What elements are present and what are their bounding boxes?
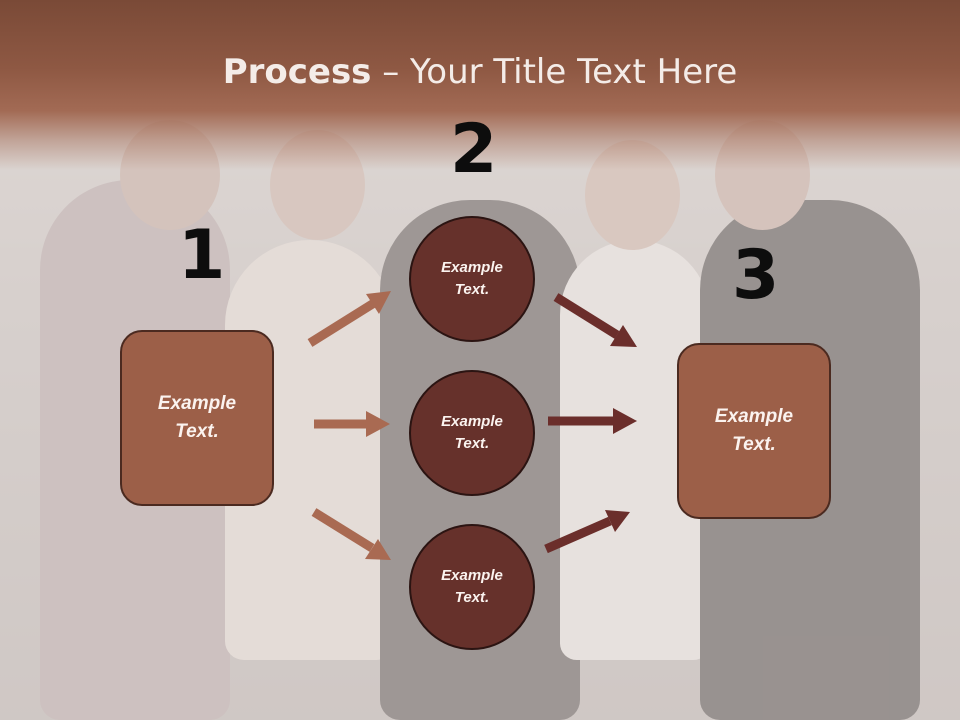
title-band: [0, 0, 960, 170]
step-number-1: 1: [178, 216, 226, 295]
arrow-right-icon: [548, 408, 637, 434]
slide-title[interactable]: Process – Your Title Text Here: [0, 52, 960, 92]
circle-3[interactable]: Example Text.: [409, 524, 535, 650]
step-number-2: 2: [450, 110, 498, 189]
arrow-right-up-icon: [307, 291, 391, 347]
arrow-right-up-icon: [544, 510, 630, 554]
arrow-right-down-icon: [553, 293, 637, 347]
circle-1-text: Example Text.: [441, 258, 503, 299]
right-text-box[interactable]: Example Text.: [677, 343, 831, 519]
title-bold: Process: [222, 52, 372, 92]
left-box-text: Example Text.: [157, 392, 237, 443]
arrow-right-down-icon: [311, 508, 391, 560]
right-box-text: Example Text.: [714, 405, 794, 456]
circle-1[interactable]: Example Text.: [409, 216, 535, 342]
arrow-right-icon: [314, 411, 390, 437]
left-text-box[interactable]: Example Text.: [120, 330, 274, 506]
circle-3-text: Example Text.: [441, 566, 503, 607]
circle-2-text: Example Text.: [441, 412, 503, 453]
step-number-3: 3: [732, 236, 780, 315]
title-rest: – Your Title Text Here: [371, 52, 738, 92]
circle-2[interactable]: Example Text.: [409, 370, 535, 496]
